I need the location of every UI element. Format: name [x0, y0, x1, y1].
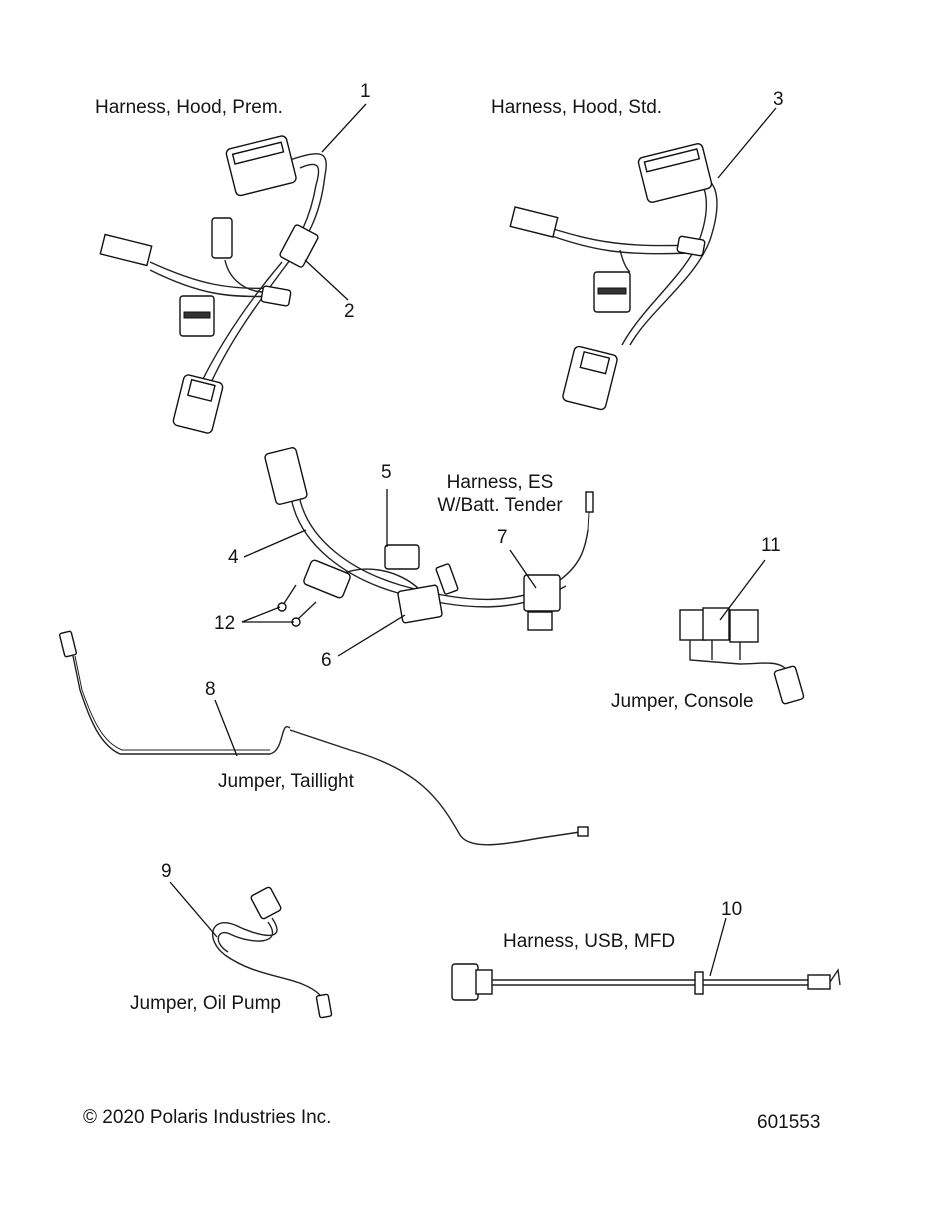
callout-5: 5 [381, 462, 392, 483]
label-harness-usb-mfd: Harness, USB, MFD [503, 931, 676, 952]
label-harness-hood-prem: Harness, Hood, Prem. [95, 97, 283, 118]
callout-12: 12 [214, 613, 236, 634]
callout-4: 4 [228, 547, 239, 568]
leader-1 [321, 103, 367, 153]
harness-hood-std-drawing [509, 143, 718, 411]
jumper-oil-pump-drawing [212, 886, 333, 1019]
jumper-console-drawing [679, 607, 805, 705]
callout-6: 6 [321, 650, 332, 671]
callout-11: 11 [761, 535, 781, 556]
leader-3 [717, 107, 777, 179]
connector-item-2 [279, 224, 319, 268]
callout-1: 1 [360, 81, 371, 102]
leader-4 [243, 529, 307, 558]
callout-8: 8 [205, 679, 216, 700]
leader-9 [169, 881, 218, 938]
connector-large [225, 135, 297, 197]
callout-9: 9 [161, 861, 172, 882]
label-jumper-oil-pump: Jumper, Oil Pump [130, 993, 281, 1014]
label-harness-es-line2: W/Batt. Tender [437, 495, 563, 516]
callout-10: 10 [721, 899, 743, 920]
label-jumper-console: Jumper, Console [611, 691, 754, 712]
leader-lines [169, 103, 777, 977]
screw-pair [277, 584, 317, 627]
callout-2: 2 [344, 301, 355, 322]
callout-7: 7 [497, 527, 508, 548]
callout-3: 3 [773, 89, 784, 110]
label-harness-es-line1: Harness, ES [446, 472, 554, 493]
harness-hood-prem-drawing [99, 135, 327, 434]
harness-es-drawing [264, 447, 594, 631]
label-jumper-taillight: Jumper, Taillight [218, 771, 354, 792]
leader-12a [241, 606, 281, 623]
leader-10 [709, 917, 727, 977]
label-harness-hood-std: Harness, Hood, Std. [491, 97, 663, 118]
harness-usb-mfd-drawing [451, 963, 841, 1001]
leader-11 [719, 559, 766, 621]
leader-8 [214, 699, 238, 757]
drawing-number: 601553 [757, 1112, 821, 1133]
leader-6 [337, 614, 406, 657]
leader-2 [304, 259, 349, 301]
jumper-taillight-drawing [58, 630, 589, 846]
copyright-notice: © 2020 Polaris Industries Inc. [83, 1107, 332, 1128]
leader-7 [509, 549, 537, 589]
